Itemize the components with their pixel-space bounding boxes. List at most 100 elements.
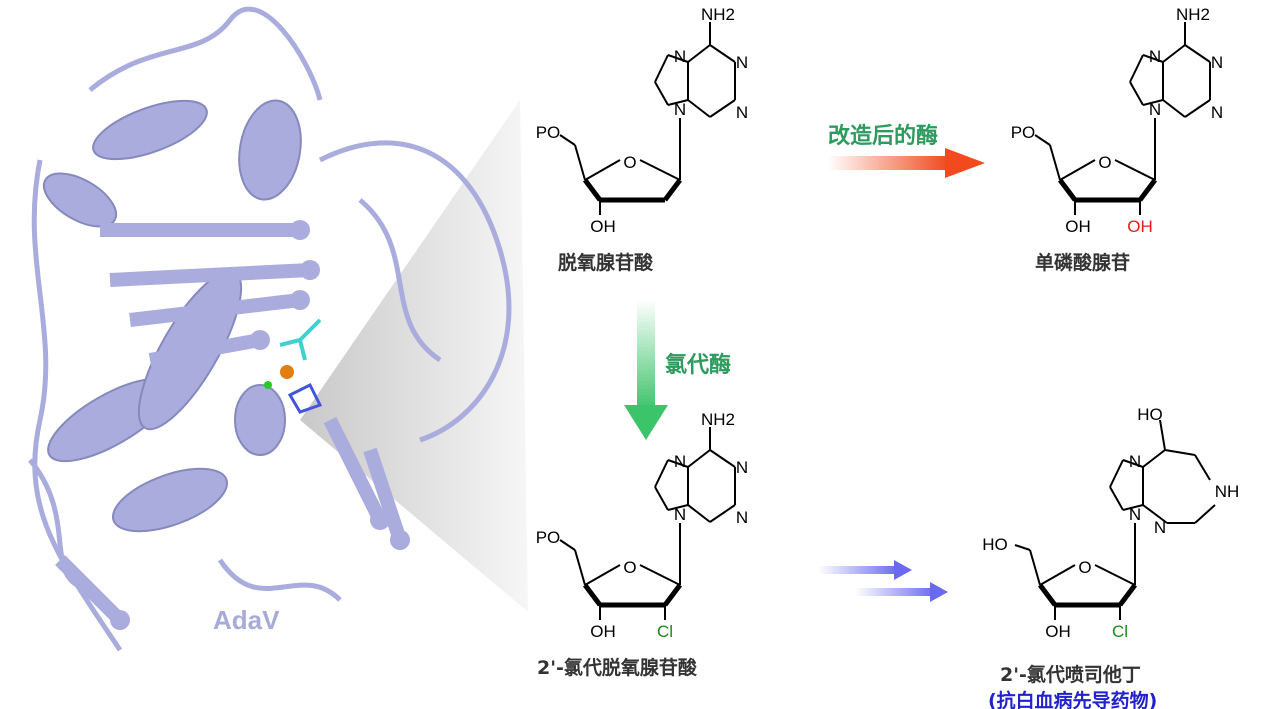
n7-label: N [674,47,686,66]
n9-label: N [674,100,686,119]
c3-substituent: OH [1045,622,1071,641]
n1-label: N [736,53,748,72]
bond [654,54,669,83]
bond [1034,134,1051,146]
protein-strand [363,447,407,543]
bond [1109,486,1124,511]
protein-strand [109,263,311,287]
bond [1122,459,1144,468]
protein-loop [358,198,442,363]
bond [687,449,711,468]
engineered-enzyme-label: 改造后的酶 [828,124,939,149]
n7-label: N [1149,47,1161,66]
c5-substituent: PO [1011,123,1036,142]
bond [1049,144,1061,181]
bond [1194,454,1211,481]
protein-strand-head [290,290,310,310]
n7-label: N [674,452,686,471]
protein-strand-head [300,260,320,280]
bond [1059,159,1096,181]
protein-helix [234,384,286,456]
protein-helix [92,99,208,161]
protein-strand [148,333,262,367]
bond [1142,54,1164,63]
protein-strand-head [110,610,130,630]
bond [583,583,602,607]
bond [1142,99,1164,106]
molecule-name-cl-dAMP: 2'-氯代脱氧腺苷酸 [537,657,697,679]
hydroxy-label: HO [1137,405,1163,424]
nh-label: NH [1215,482,1240,501]
protein-strand-head [390,530,410,550]
ligand-sticks [279,318,322,361]
bond [1142,504,1168,524]
bond [663,583,682,607]
arrow-engineered-enzyme [828,148,985,178]
n9-label: N [1149,100,1161,119]
bond [667,504,689,511]
bond [1142,449,1166,468]
bond [1118,583,1137,607]
protein-loop [88,6,323,101]
molecule-subtitle: (抗白血病先导药物) [988,690,1158,709]
amine-label: NH2 [1176,5,1210,24]
amine-label: NH2 [701,410,735,429]
chloride-ion [264,381,272,389]
c2-substituent: OH [1127,217,1153,236]
protein-loop [318,140,512,443]
n9-label: N [1129,505,1141,524]
bond [663,178,682,202]
protein-strand-head [290,220,310,240]
bond [1122,504,1144,511]
bond [1039,564,1076,586]
protein-loop [31,159,123,652]
bond [574,549,586,586]
bond [654,486,669,511]
bond [709,99,736,118]
metal-ion [280,365,294,379]
arrow-multistep [818,560,948,602]
bond [654,459,669,488]
ring-o-label: O [1098,153,1111,172]
c2-substituent: Cl [1112,622,1128,641]
n7-label: N [1129,452,1141,471]
protein-label: AdaV [213,605,280,635]
protein-loop [28,458,91,593]
n9-label: N [674,505,686,524]
n1-label: N [1211,53,1223,72]
c5-substituent: PO [536,123,561,142]
bond [667,459,689,468]
bond [1129,81,1144,106]
protein-strand [129,293,301,327]
bond [1162,99,1186,118]
bond [687,504,711,523]
c3-substituent: OH [590,217,616,236]
molecule-name-cl-pentostatin: 2'-氯代喷司他丁 [1000,664,1141,686]
molecule-name-AMP: 单磷酸腺苷 [1035,252,1131,274]
bond [559,539,576,551]
zoom-cone [300,100,528,612]
n1-label: N [736,458,748,477]
bond [1094,564,1136,586]
n3-label: N [1211,103,1223,122]
arrow-chlorinase [624,300,668,440]
protein-helix [42,172,118,228]
bond [639,159,681,181]
c3-substituent: OH [590,622,616,641]
bond [1109,459,1124,488]
c2-substituent: Cl [657,622,673,641]
bond [709,44,736,63]
protein-loop [217,558,342,602]
bond [584,159,621,181]
c3-substituent: OH [1065,217,1091,236]
bond [687,99,711,118]
bond [1184,44,1211,63]
amine-label: NH2 [701,5,735,24]
c5-substituent: HO [982,535,1008,554]
bond [584,564,621,586]
chlorinase-label: 氯代酶 [665,353,732,378]
n3-label: N [1154,518,1166,537]
bond [654,81,669,106]
